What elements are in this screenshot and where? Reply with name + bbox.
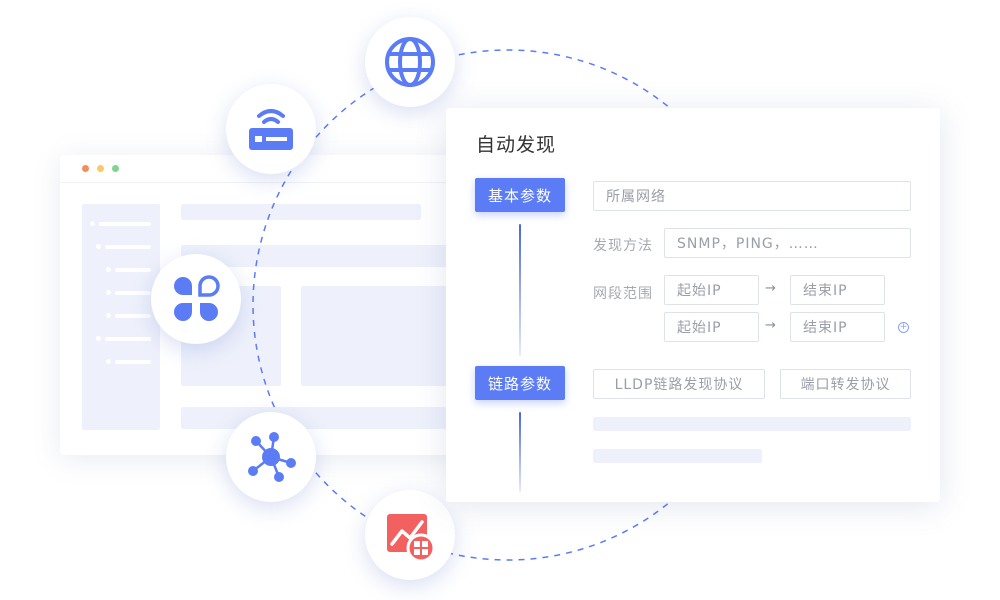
add-range-icon[interactable]: + xyxy=(898,322,909,333)
window-dot-green xyxy=(112,165,119,172)
port-forward-option[interactable]: 端口转发协议 xyxy=(780,369,911,399)
report-chart-icon xyxy=(387,514,436,562)
skeleton-bar xyxy=(593,417,911,431)
start-ip-field[interactable]: 起始IP xyxy=(664,275,759,305)
range-label: 网段范围 xyxy=(593,286,653,302)
window-titlebar xyxy=(60,155,460,183)
end-ip-field-2[interactable]: 结束IP xyxy=(790,312,885,342)
step-connector xyxy=(519,412,521,492)
window-dot-yellow xyxy=(97,165,104,172)
window-dot-red xyxy=(82,165,89,172)
lldp-option[interactable]: LLDP链路发现协议 xyxy=(593,369,765,399)
report-icon-circle xyxy=(365,490,455,580)
step-basic-params[interactable]: 基本参数 xyxy=(475,178,565,212)
method-label: 发现方法 xyxy=(593,238,653,254)
skeleton-sidebar xyxy=(82,204,160,430)
end-ip-field[interactable]: 结束IP xyxy=(790,275,885,305)
network-field[interactable]: 所属网络 xyxy=(593,181,911,211)
step-connector xyxy=(519,224,521,356)
router-wifi-icon xyxy=(249,109,293,150)
skeleton-block xyxy=(301,286,460,386)
background-window xyxy=(60,155,460,455)
skeleton-bar xyxy=(181,204,421,220)
panel-title: 自动发现 xyxy=(476,134,557,156)
start-ip-field-2[interactable]: 起始IP xyxy=(664,312,759,342)
arrow-icon: → xyxy=(765,281,776,296)
skeleton-bar xyxy=(181,245,460,267)
apps-icon-circle xyxy=(151,254,241,344)
arrow-icon: → xyxy=(765,318,776,333)
apps-icon xyxy=(174,275,220,321)
method-field[interactable]: SNMP，PING，…… xyxy=(664,228,911,258)
globe-icon xyxy=(385,37,435,87)
topology-icon xyxy=(248,432,296,482)
step-link-params[interactable]: 链路参数 xyxy=(475,366,565,400)
router-icon-circle xyxy=(226,84,316,174)
globe-icon-circle xyxy=(365,17,455,107)
skeleton-bar xyxy=(593,449,762,463)
topology-icon-circle xyxy=(226,412,316,502)
auto-discovery-panel: 自动发现 基本参数 链路参数 所属网络 发现方法 SNMP，PING，…… 网段… xyxy=(446,108,940,502)
